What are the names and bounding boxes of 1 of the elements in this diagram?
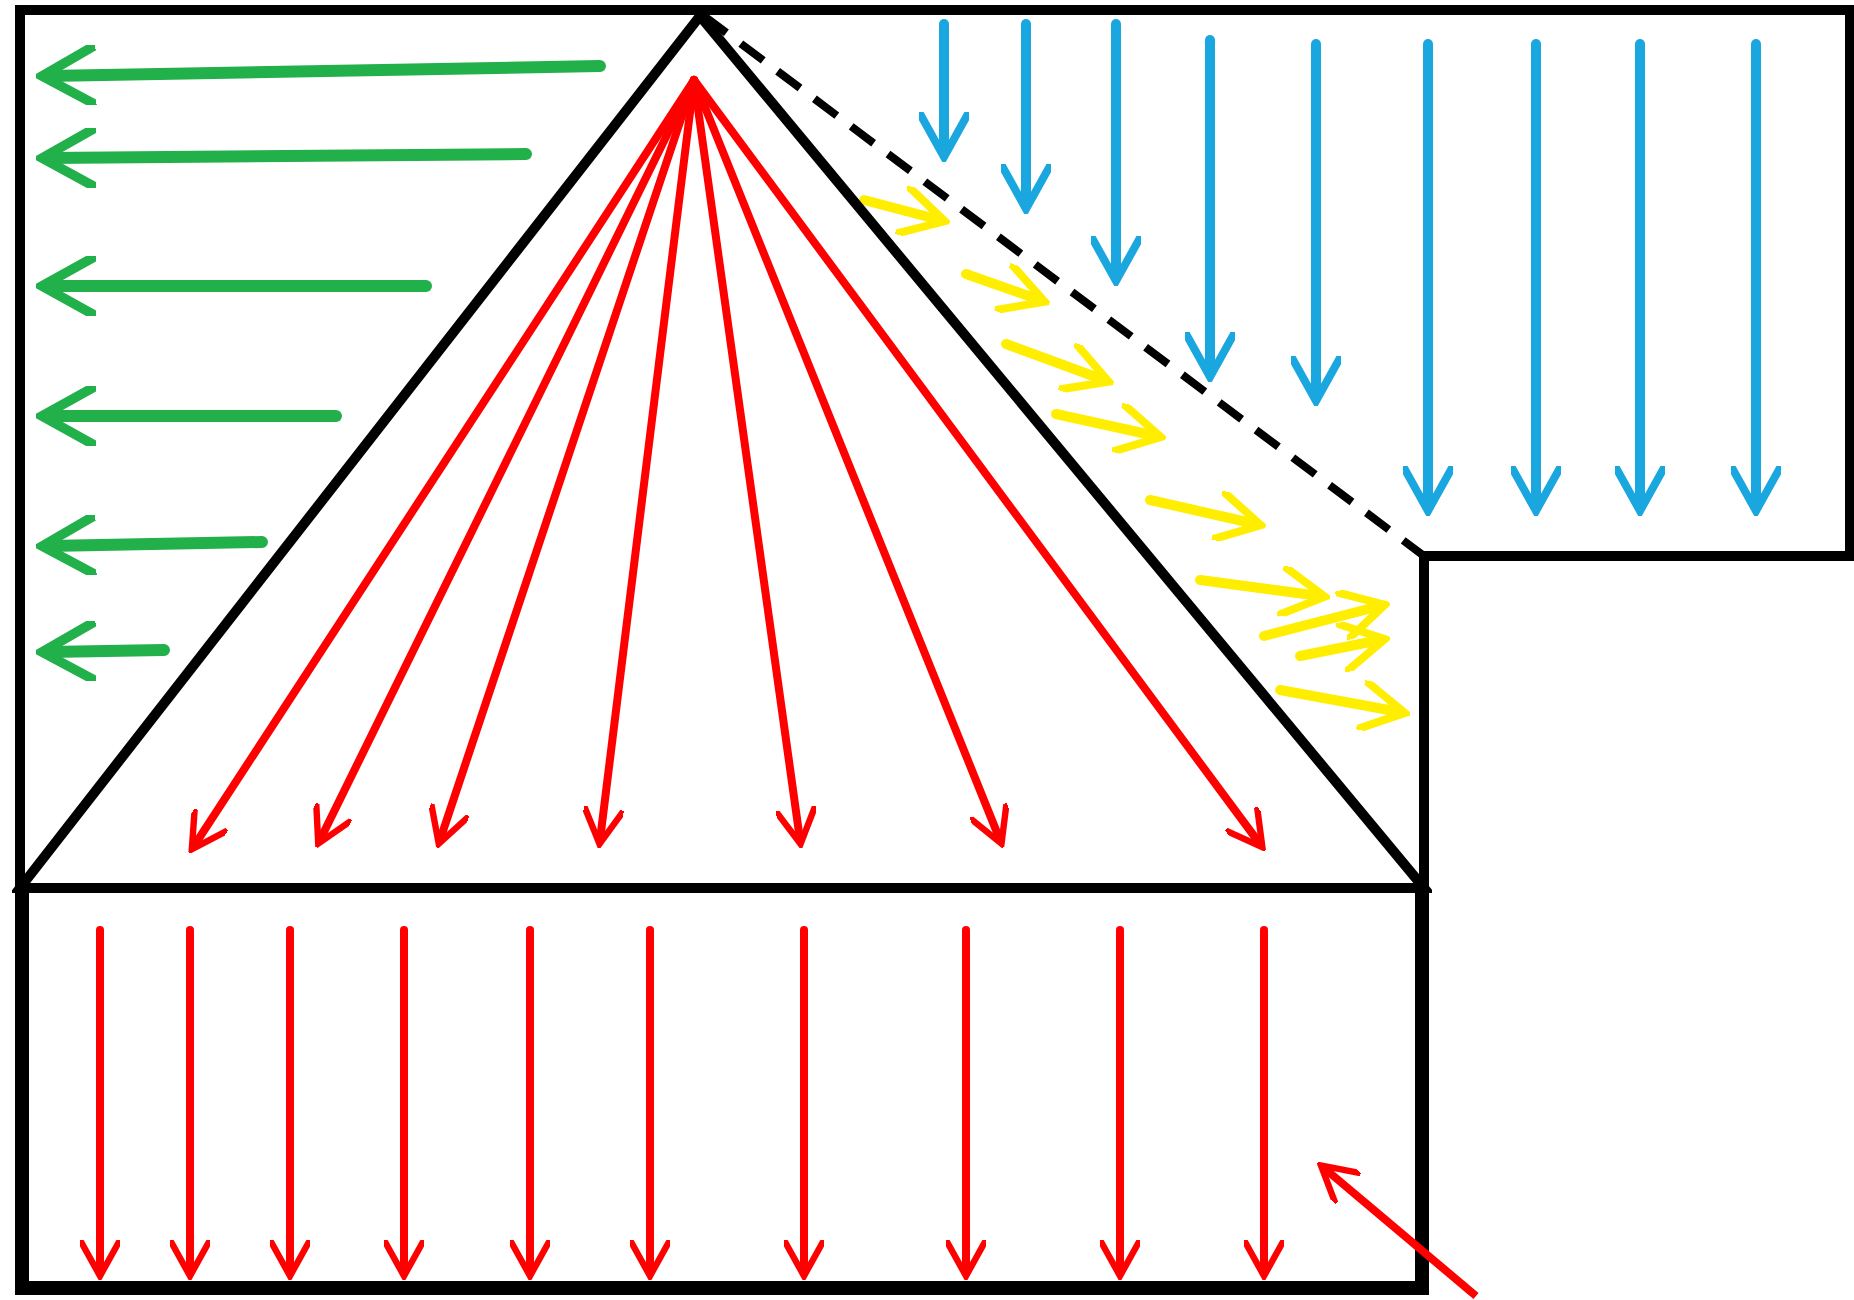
arrow: [1317, 1162, 1479, 1300]
